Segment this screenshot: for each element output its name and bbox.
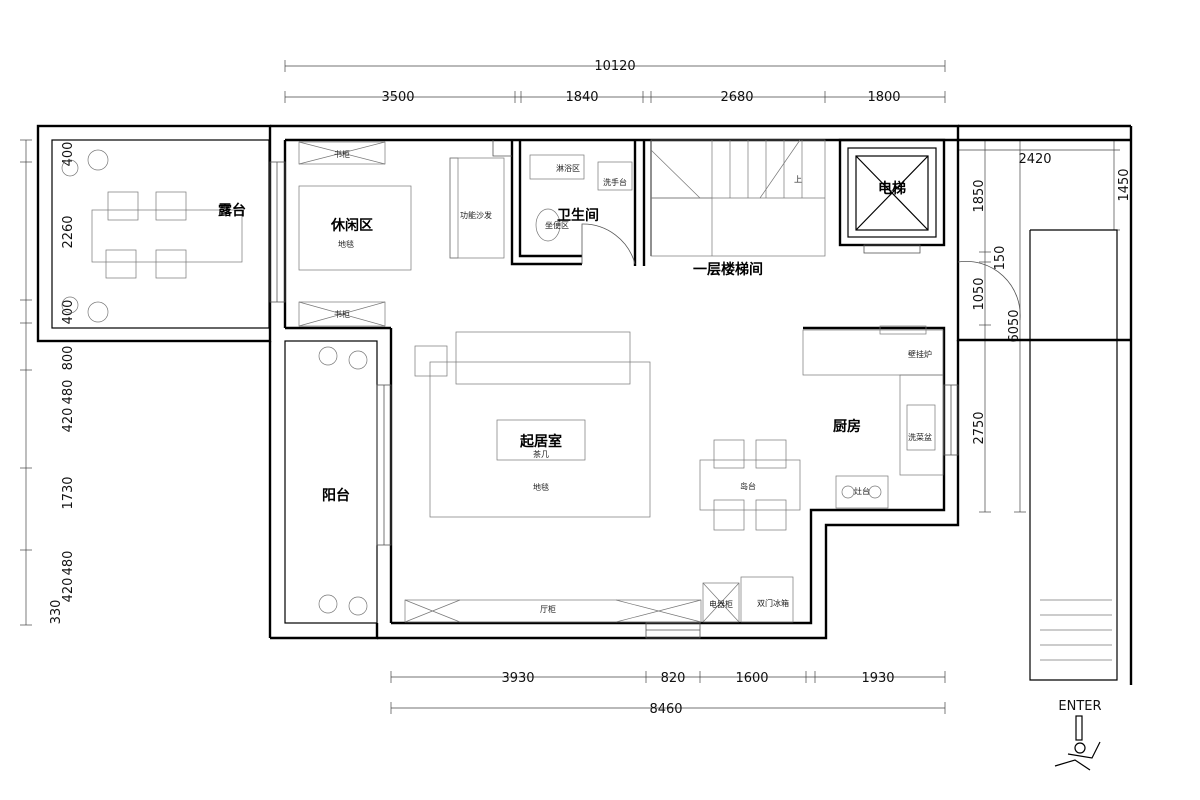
dim-bottom-3: 1600 [735,671,768,686]
rug-label-leisure: 地毯 [338,239,354,249]
dim-right-1: 1850 [972,179,987,212]
room-living: 起居室 [519,433,562,450]
dim-bottom-4: 1930 [861,671,894,686]
shower-label: 淋浴区 [556,163,580,173]
top-dimensions: 10120 3500 1840 2680 1800 [284,59,946,105]
toilet-label: 坐便区 [545,220,569,230]
plant-icon [61,296,79,314]
boiler-label: 壁挂炉 [908,349,932,359]
plant-icon [87,301,109,323]
dim-left-9: 420 [61,578,76,603]
dim-left-6: 420 [61,408,76,433]
plant-icon [348,596,368,616]
stairs-up-label: 上 [794,175,802,184]
walls [36,124,1133,685]
dim-left-2: 2260 [61,215,76,248]
dim-right-width: 2420 [1018,152,1051,167]
dim-left-5: 480 [61,380,76,405]
washbasin-label: 洗手台 [603,177,627,187]
stove-label: 灶台 [854,486,870,496]
doors [492,140,1021,321]
dim-bottom-2: 820 [661,671,686,686]
dim-right-total: 6050 [1007,309,1022,342]
bathroom: 淋浴区 洗手台 坐便区 卫生间 [529,154,633,242]
room-balcony: 阳台 [322,487,350,504]
bottom-dimensions: 3930 820 1600 1930 8460 [390,671,946,717]
plant-icon [348,350,368,370]
room-stairwell: 一层楼梯间 [693,261,763,278]
stairwell: 上 一层楼梯间 [650,139,826,278]
coffee-table-label: 茶几 [533,449,549,459]
dim-top-1: 3500 [381,90,414,105]
rug-label-living: 地毯 [533,482,549,492]
island-label: 岛台 [740,481,756,491]
dim-right-4: 2750 [972,411,987,444]
person-icon [1054,715,1101,771]
room-elevator: 电梯 [878,180,906,197]
dim-right-outer: 1450 [1117,168,1132,201]
plant-icon [318,594,338,614]
dim-left-3: 400 [61,300,76,325]
dim-top-total: 10120 [594,59,635,74]
dim-bottom-total: 8460 [649,702,682,717]
terrace: 露台 [61,149,246,323]
leisure-area: 书柜 书柜 休闲区 地毯 功能沙发 [298,141,505,327]
dim-left-10: 330 [49,600,64,625]
enter-label: ENTER [1058,699,1101,714]
enter-marker: ENTER [1054,699,1102,771]
dim-left-4: 800 [61,346,76,371]
dim-right-3: 1050 [972,277,987,310]
dim-left-7: 1730 [61,476,76,509]
dim-top-4: 1800 [867,90,900,105]
bookcase-label-bottom: 书柜 [334,309,350,319]
balcony: 阳台 [318,346,368,616]
dim-bottom-1: 3930 [501,671,534,686]
bookcase-label-top: 书柜 [334,149,350,159]
dim-top-2: 1840 [565,90,598,105]
plant-icon [87,149,109,171]
dim-top-3: 2680 [720,90,753,105]
left-dimensions: 400 2260 400 800 480 420 1730 480 420 33… [20,139,76,626]
dim-left-1: 400 [61,142,76,167]
room-leisure: 休闲区 [330,217,373,234]
dim-right-2: 150 [993,246,1008,271]
room-terrace: 露台 [218,202,246,219]
kitchen: 壁挂炉 洗菜盆 灶台 厨房 岛台 电器柜 双门冰箱 [699,325,944,623]
entry-steps [1040,599,1112,661]
room-bathroom: 卫生间 [557,207,599,224]
windows [269,161,959,639]
dim-left-8: 480 [61,551,76,576]
appliance-cabinet-label: 电器柜 [709,599,733,609]
function-sofa-label: 功能沙发 [460,210,492,220]
plant-icon [318,346,338,366]
right-dimensions: 1850 150 1050 2750 6050 2420 1450 [958,139,1132,513]
fridge-label: 双门冰箱 [757,598,789,608]
living-room: 起居室 茶几 地毯 厅柜 [404,331,702,623]
elevator: 电梯 [855,155,929,231]
room-kitchen: 厨房 [833,418,861,435]
sink-label: 洗菜盆 [908,432,932,442]
tv-cabinet-label: 厅柜 [540,604,556,614]
plant-icon [61,159,79,177]
